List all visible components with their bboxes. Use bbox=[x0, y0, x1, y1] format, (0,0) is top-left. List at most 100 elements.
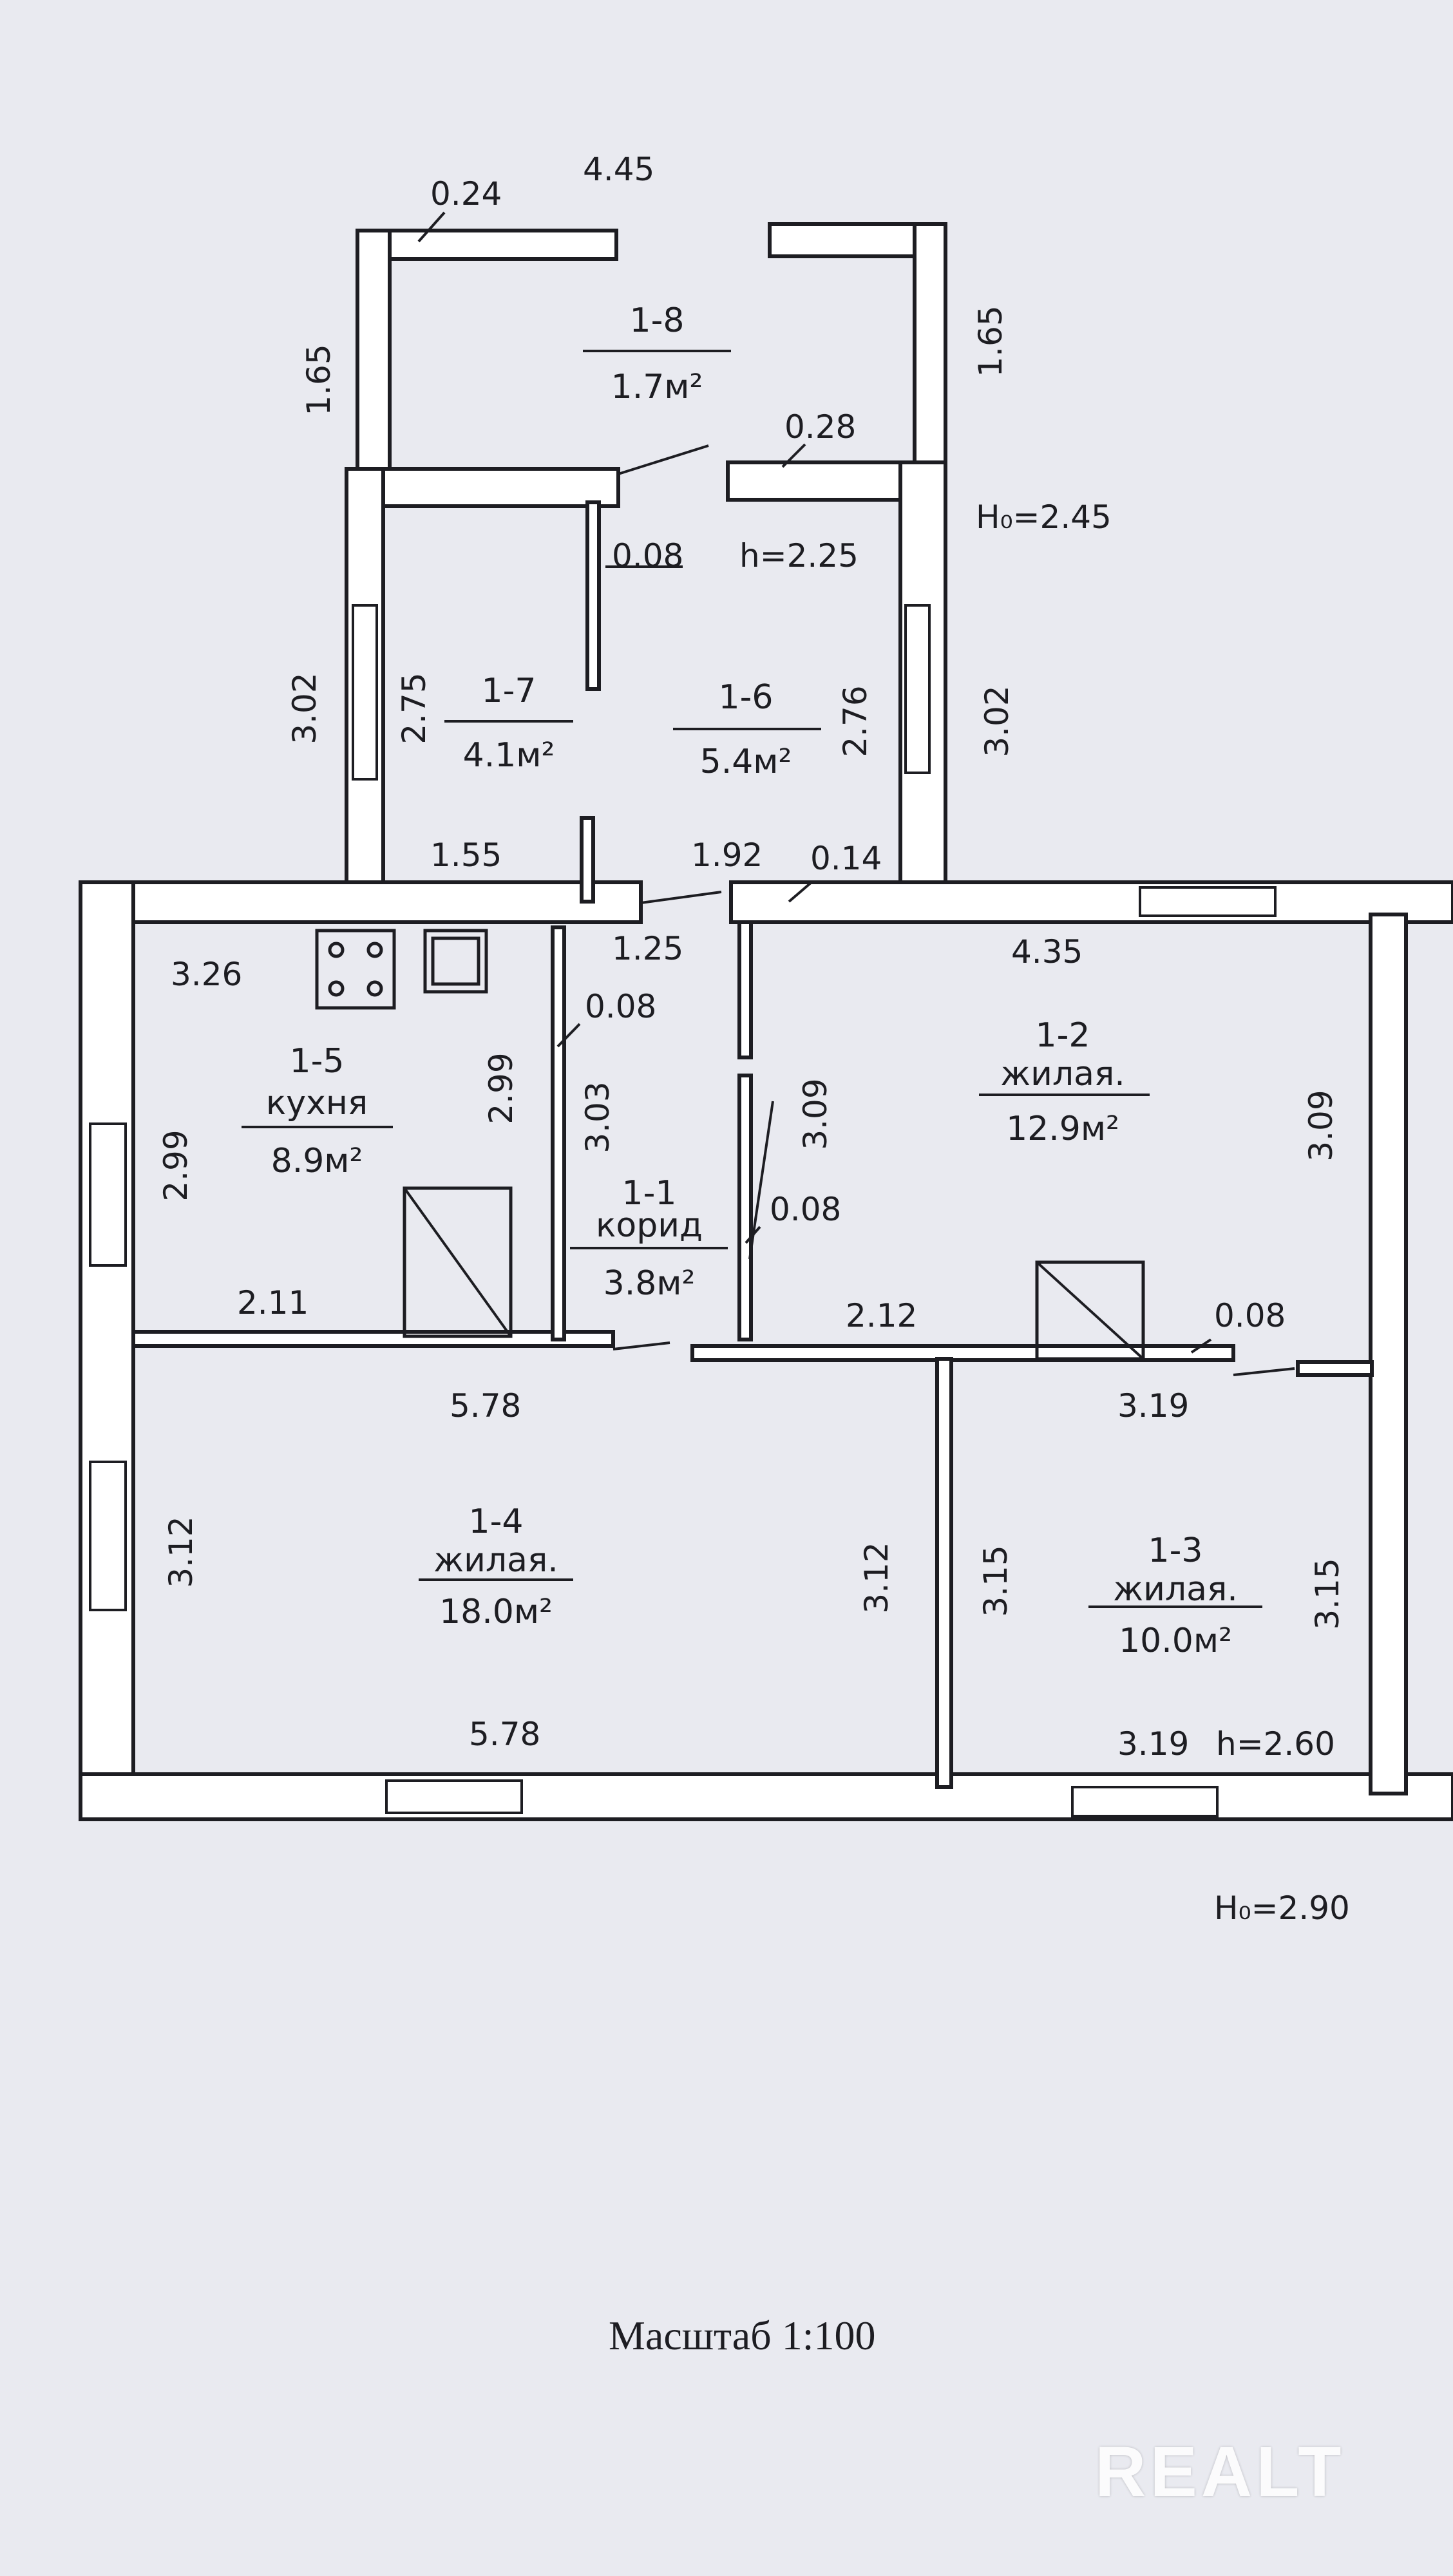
room-1-7: 1-7 4.1м² bbox=[463, 672, 555, 775]
window bbox=[1071, 1786, 1219, 1817]
dimension-label: 3.12 bbox=[162, 1516, 200, 1587]
dimension-label: 2.76 bbox=[837, 685, 874, 757]
walls bbox=[79, 222, 1453, 1821]
dimension-label: 2.11 bbox=[237, 1284, 309, 1321]
dimension-label: 5.78 bbox=[469, 1716, 540, 1753]
room-area: 3.8м² bbox=[603, 1264, 696, 1303]
dimension-label: 0.08 bbox=[612, 537, 683, 574]
room-name: жилая. bbox=[433, 1541, 558, 1580]
dimension-label: 1.65 bbox=[972, 305, 1009, 377]
dimension-label: 3.26 bbox=[171, 956, 242, 993]
dimension-label: 1.65 bbox=[300, 344, 337, 415]
dimension-label: 0.08 bbox=[1214, 1297, 1286, 1334]
door-leaf bbox=[618, 444, 709, 475]
room-id: 1-1 bbox=[622, 1174, 677, 1213]
dimension-label: 3.15 bbox=[1309, 1558, 1346, 1629]
room-1-8: 1-8 1.7м² bbox=[611, 301, 703, 406]
dimension-label: H₀=2.45 bbox=[976, 498, 1112, 536]
dimension-label: 3.12 bbox=[858, 1542, 895, 1613]
room-1-3-living: 1-3 жилая. 10.0м² bbox=[1113, 1531, 1238, 1660]
dimension-label: h=2.60 bbox=[1216, 1725, 1335, 1763]
room-1-4-living: 1-4 жилая. 18.0м² bbox=[433, 1502, 558, 1631]
door-leaf bbox=[1233, 1367, 1295, 1376]
sink bbox=[423, 929, 488, 994]
room-name: корид bbox=[596, 1206, 703, 1245]
partition bbox=[1296, 1360, 1374, 1377]
room-1-2-living: 1-2 жилая. 12.9м² bbox=[1000, 1016, 1125, 1148]
scale-label: Масштаб 1:100 bbox=[609, 2313, 876, 2358]
stove bbox=[315, 929, 396, 1010]
dimension-label: 1.92 bbox=[691, 837, 763, 874]
room-name: жилая. bbox=[1000, 1055, 1125, 1094]
dimension-label: H₀=2.90 bbox=[1214, 1889, 1350, 1927]
dimension-label: 0.14 bbox=[810, 840, 882, 877]
partition bbox=[585, 500, 601, 691]
door-leaf bbox=[613, 1341, 670, 1350]
room-underlines bbox=[242, 350, 1262, 1608]
wall bbox=[79, 880, 135, 1821]
burner bbox=[366, 942, 383, 958]
room-area: 5.4м² bbox=[700, 743, 792, 781]
room-id: 1-2 bbox=[1036, 1016, 1090, 1055]
wall bbox=[79, 880, 643, 924]
room-area: 4.1м² bbox=[463, 736, 555, 775]
dimension-label: 1.25 bbox=[612, 930, 683, 967]
partition bbox=[131, 1330, 615, 1348]
dimension-label: 4.35 bbox=[1011, 933, 1083, 971]
window bbox=[89, 1461, 127, 1611]
dimension-label: 3.15 bbox=[977, 1545, 1014, 1616]
room-area: 12.9м² bbox=[1006, 1110, 1119, 1148]
partition bbox=[737, 1074, 753, 1341]
leaders bbox=[417, 211, 1212, 1354]
room-id: 1-4 bbox=[469, 1502, 524, 1541]
stove-diagonal bbox=[1036, 1261, 1144, 1360]
room-area: 18.0м² bbox=[439, 1593, 553, 1631]
stove-heater bbox=[403, 1186, 513, 1338]
dimension-label: 5.78 bbox=[450, 1387, 521, 1425]
room-id: 1-5 bbox=[290, 1042, 345, 1081]
dimension-label: 0.28 bbox=[784, 408, 856, 446]
dimension-label: 3.02 bbox=[286, 672, 323, 744]
window bbox=[385, 1779, 523, 1814]
partition bbox=[935, 1357, 953, 1789]
dimension-label: 3.19 bbox=[1117, 1387, 1189, 1425]
dimension-label: 3.02 bbox=[978, 685, 1016, 757]
window bbox=[352, 604, 378, 781]
dimension-label: 2.99 bbox=[157, 1130, 195, 1201]
burner bbox=[328, 942, 345, 958]
wall bbox=[1369, 913, 1408, 1795]
wall bbox=[913, 222, 947, 477]
dimension-label: 3.09 bbox=[1302, 1090, 1340, 1161]
room-area: 8.9м² bbox=[271, 1142, 363, 1180]
wall bbox=[356, 467, 620, 508]
partition bbox=[690, 1344, 1235, 1362]
partition bbox=[580, 816, 595, 904]
wall bbox=[356, 229, 392, 477]
room-name: жилая. bbox=[1113, 1570, 1238, 1609]
room-1-1-corridor: 1-1 корид 3.8м² bbox=[596, 1174, 703, 1303]
dimension-label: h=2.25 bbox=[739, 537, 859, 574]
dimension-label: 0.08 bbox=[585, 988, 656, 1025]
dimension-label: 4.45 bbox=[583, 151, 654, 188]
wall bbox=[356, 229, 618, 261]
sink-bowl bbox=[431, 936, 480, 986]
window bbox=[1139, 886, 1277, 917]
dimension-label: 0.08 bbox=[770, 1191, 841, 1228]
room-id: 1-8 bbox=[630, 301, 685, 340]
room-area: 10.0м² bbox=[1119, 1622, 1232, 1660]
room-1-6: 1-6 5.4м² bbox=[700, 678, 792, 781]
window bbox=[89, 1122, 127, 1267]
room-id: 1-7 bbox=[482, 672, 537, 710]
room-area: 1.7м² bbox=[611, 368, 703, 406]
wall bbox=[729, 880, 1453, 924]
window bbox=[904, 604, 931, 774]
dimension-label: 2.99 bbox=[482, 1052, 520, 1124]
stove-diagonal bbox=[403, 1187, 512, 1338]
dimension-label: 2.75 bbox=[395, 672, 433, 744]
burner bbox=[366, 980, 383, 997]
partition bbox=[737, 920, 753, 1059]
partition bbox=[551, 925, 566, 1341]
dimension-label: 3.19 bbox=[1117, 1725, 1189, 1763]
dimension-label: 1.55 bbox=[430, 837, 502, 874]
